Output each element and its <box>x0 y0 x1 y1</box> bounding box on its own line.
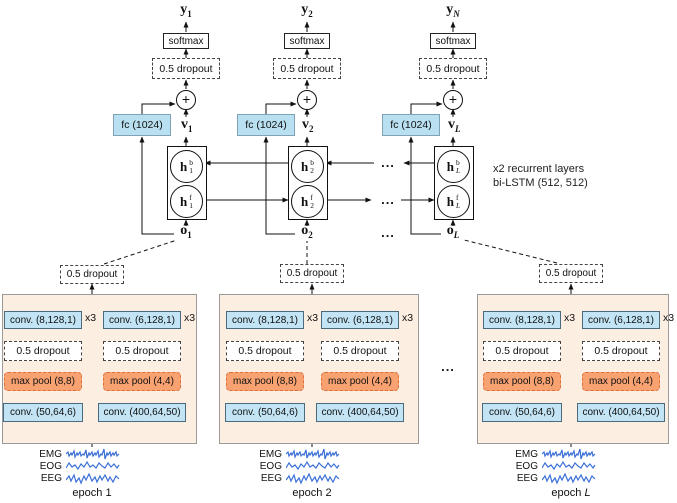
dropout-box: 0.5 dropout <box>152 58 220 79</box>
conv-reps-label: x3 <box>564 312 576 324</box>
conv-layer-box: conv. (8,128,1) <box>226 311 304 329</box>
conv-layer-box: conv. (8,128,1) <box>483 311 561 329</box>
recurrent-layers-annotation: x2 recurrent layers bi-LSTM (512, 512) <box>493 163 588 189</box>
ellipsis-backward: ... <box>381 155 395 170</box>
conv-layer-box: conv. (6,128,1) <box>103 311 181 329</box>
softmax-box: softmax <box>163 33 209 49</box>
signal-waveforms <box>286 448 340 485</box>
dropout-layer-box: 0.5 dropout <box>103 341 181 361</box>
o-label: o2 <box>301 223 313 241</box>
max-pool-box: max pool (8,8) <box>226 372 304 391</box>
ellipsis-epoch-row: ... <box>441 359 455 374</box>
v-label: vL <box>448 117 461 135</box>
fc-box: fc (1024) <box>113 114 171 136</box>
epoch-label: epoch 1 <box>72 487 112 499</box>
conv-reps-label: x3 <box>307 312 319 324</box>
sum-node: + <box>443 90 463 110</box>
eeg-waveform <box>286 472 340 485</box>
o-label: oL <box>446 223 460 241</box>
epoch-label: epoch L <box>551 487 591 499</box>
softmax-box: softmax <box>284 33 330 49</box>
conv-layer-box: conv. (50,64,6) <box>3 403 83 422</box>
epoch-label: epoch 2 <box>292 487 332 499</box>
conv-layer-box: conv. (6,128,1) <box>321 311 399 329</box>
emg-waveform <box>542 448 596 460</box>
y-output-label: y1 <box>180 2 192 20</box>
eog-waveform <box>542 460 596 471</box>
eog-waveform <box>66 460 120 471</box>
conv-reps-label: x3 <box>402 312 414 324</box>
conv-reps-label: x3 <box>184 312 196 324</box>
conv-layer-box: conv. (50,64,6) <box>482 403 562 422</box>
conv-reps-label: x3 <box>85 312 97 324</box>
conv-layer-box: conv. (400,64,50) <box>316 403 404 422</box>
eeg-waveform <box>542 472 596 485</box>
v-label: v1 <box>181 117 193 135</box>
sum-node: + <box>176 90 196 110</box>
ellipsis-o-row: ... <box>381 225 395 240</box>
signal-waveforms <box>542 448 596 485</box>
eog-waveform <box>286 460 340 471</box>
conv-layer-box: conv. (50,64,6) <box>225 403 305 422</box>
y-output-label: yN <box>446 2 460 20</box>
conv-reps-label: x3 <box>663 312 675 324</box>
softmax-box: softmax <box>430 33 476 49</box>
max-pool-box: max pool (4,4) <box>582 372 660 391</box>
conv-layer-box: conv. (400,64,50) <box>577 403 665 422</box>
conv-layer-box: conv. (8,128,1) <box>4 311 82 329</box>
dropout-box: 0.5 dropout <box>273 58 341 79</box>
y-output-label: y2 <box>301 2 313 20</box>
epoch-dropout-box: 0.5 dropout <box>60 265 124 284</box>
emg-waveform <box>66 448 120 460</box>
dropout-layer-box: 0.5 dropout <box>4 341 82 361</box>
conv-layer-box: conv. (400,64,50) <box>98 403 186 422</box>
epoch-dropout-box: 0.5 dropout <box>280 264 344 283</box>
eeg-waveform <box>66 472 120 485</box>
v-label: v2 <box>302 117 314 135</box>
fc-box: fc (1024) <box>382 114 440 136</box>
max-pool-box: max pool (4,4) <box>103 372 181 391</box>
fc-box: fc (1024) <box>237 114 295 136</box>
dropout-box: 0.5 dropout <box>419 58 487 79</box>
max-pool-box: max pool (8,8) <box>4 372 82 391</box>
dropout-layer-box: 0.5 dropout <box>483 341 561 361</box>
conv-layer-box: conv. (6,128,1) <box>582 311 660 329</box>
dropout-layer-box: 0.5 dropout <box>226 341 304 361</box>
emg-waveform <box>286 448 340 460</box>
dropout-layer-box: 0.5 dropout <box>582 341 660 361</box>
max-pool-box: max pool (4,4) <box>321 372 399 391</box>
ellipsis-forward: ... <box>381 192 395 207</box>
sum-node: + <box>297 90 317 110</box>
dropout-layer-box: 0.5 dropout <box>321 341 399 361</box>
o-label: o1 <box>180 223 192 241</box>
epoch-dropout-box: 0.5 dropout <box>539 264 603 283</box>
signal-waveforms <box>66 448 120 485</box>
max-pool-box: max pool (8,8) <box>483 372 561 391</box>
